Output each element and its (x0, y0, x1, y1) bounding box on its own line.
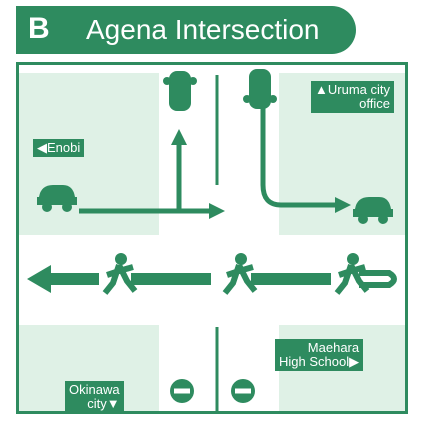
crosswalk-bar (131, 273, 211, 285)
sign-maehara-line2: High School▶ (279, 354, 360, 369)
crosswalk-bar (251, 273, 331, 285)
sign-maehara-high-school: Maehara High School▶ (275, 339, 364, 371)
top-road-edge (19, 65, 405, 73)
sign-maehara-line1: Maehara (307, 340, 360, 355)
sign-okinawa-line1: Okinawa (69, 382, 120, 397)
section-badge: B (16, 6, 72, 54)
right-turn-arrow (260, 107, 335, 208)
sign-enobi: ◀Enobi (33, 139, 85, 157)
crosswalk-left-arrow (27, 265, 99, 293)
map-svg (19, 65, 405, 411)
sign-uruma-line1: ▲Uruma city (315, 82, 390, 97)
right-turn-arrow-head (335, 197, 351, 213)
car-icon (37, 185, 77, 212)
straight-arrow-head (209, 203, 225, 219)
no-entry-icon (231, 379, 255, 403)
car-icon (243, 69, 277, 109)
header: B Agena Intersection (16, 6, 416, 54)
intersection-title: Agena Intersection (86, 14, 320, 45)
vertical-road (159, 65, 279, 411)
sign-uruma-city-office: ▲Uruma city office (311, 81, 394, 113)
car-icon (163, 71, 197, 111)
left-turn-arrow-head (171, 129, 187, 145)
sign-okinawa-line2: city▼ (87, 396, 120, 411)
sign-okinawa-city: Okinawa city▼ (65, 381, 124, 411)
crosswalk-right-arrow (359, 270, 397, 288)
pedestrian-icon (334, 253, 370, 295)
section-badge-letter: B (28, 12, 50, 45)
no-entry-icon (170, 379, 194, 403)
pedestrian-icon (222, 253, 258, 295)
car-icon (353, 197, 393, 224)
intersection-map: ▲Uruma city office ◀Enobi Maehara High S… (16, 62, 408, 414)
sign-uruma-line2: office (359, 96, 390, 111)
pedestrian-icon (102, 253, 138, 295)
header-banner (16, 6, 356, 54)
